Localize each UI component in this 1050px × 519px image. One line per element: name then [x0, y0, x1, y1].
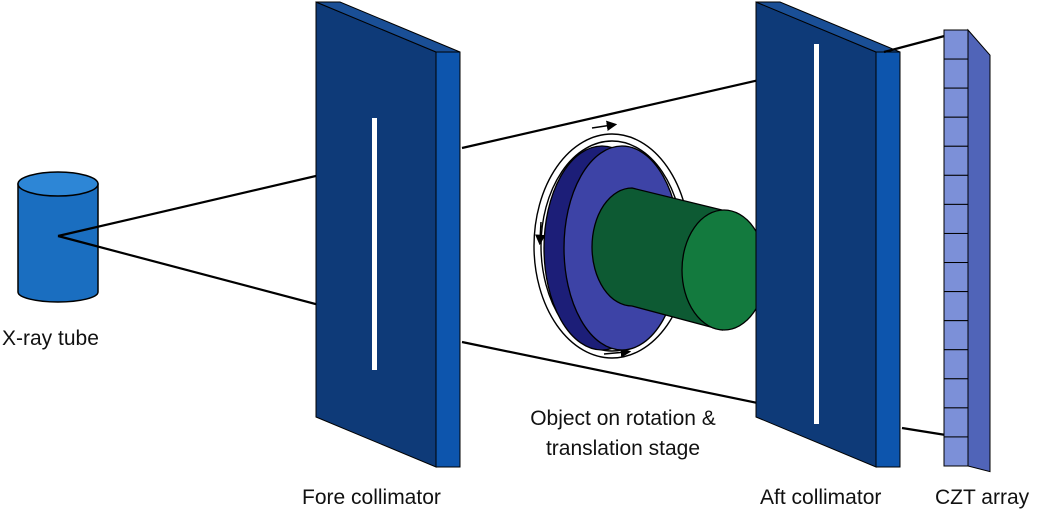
fore-collimator-side [435, 51, 461, 468]
czt-detector-cell [943, 116, 969, 147]
xray-tube [17, 171, 99, 303]
czt-detector-cell [943, 378, 969, 409]
czt-detector-cell [943, 232, 969, 264]
xray-tube-top [17, 171, 99, 197]
rotation-arrow-top-icon [591, 120, 618, 131]
aft-collimator [755, 1, 901, 468]
xray-tube-label: X-ray tube [2, 327, 99, 350]
object-stage [533, 120, 767, 359]
czt-detector-cell [943, 203, 969, 234]
czt-detector-cell [943, 174, 969, 205]
czt-detector-cell [943, 291, 969, 322]
czt-detector-cell [943, 262, 969, 293]
xray-tube-body [17, 183, 99, 303]
czt-array-detector [943, 28, 991, 473]
czt-detector-cell [943, 436, 969, 467]
czt-detector-cell [943, 145, 969, 176]
czt-detector-cell [943, 407, 969, 438]
object-cylinder-face [681, 209, 767, 331]
detector-upper-ray [883, 32, 953, 54]
aft-collimator-side [875, 51, 901, 468]
rotation-arrow-left-icon [535, 221, 546, 246]
fore-collimator [315, 1, 461, 468]
czt-detector-cell [943, 320, 969, 351]
fore-collimator-label: Fore collimator [302, 486, 441, 509]
object-stage-label-line2: translation stage [545, 437, 701, 460]
czt-array-label: CZT array [935, 486, 1030, 509]
object-stage-label-line1: Object on rotation & [530, 407, 716, 430]
aft-collimator-label: Aft collimator [760, 486, 882, 509]
rotation-arrow-bottom-icon [603, 347, 632, 358]
object-stage-label: Object on rotation & translation stage [498, 404, 748, 464]
aft-collimator-slit [814, 44, 819, 424]
czt-detector-cell [943, 87, 969, 118]
czt-detector-cell [943, 29, 969, 60]
fore-collimator-slit [372, 118, 377, 370]
czt-detector-cell [943, 58, 969, 89]
czt-detector-cell [943, 349, 969, 380]
czt-array-side [967, 28, 991, 473]
